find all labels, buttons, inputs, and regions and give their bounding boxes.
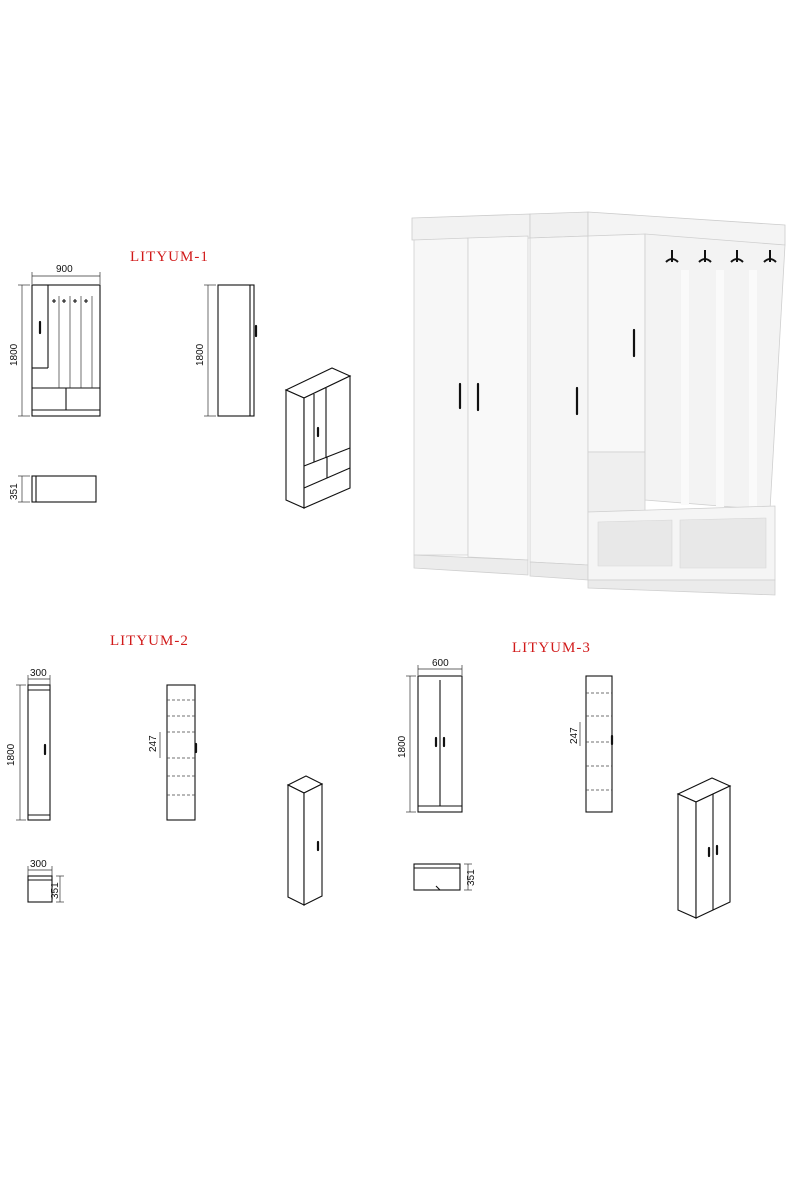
- lityum-1-depth-label: 351: [9, 483, 20, 500]
- lityum-1-height-label: 1800: [9, 343, 20, 366]
- lityum-3-height-label: 1800: [397, 735, 408, 758]
- lityum-2-height-label: 1800: [6, 743, 17, 766]
- lityum-1-width-label: 900: [56, 264, 73, 275]
- lityum-2-iso-view: [286, 775, 324, 906]
- lityum-2-top-view: 300 351: [27, 859, 64, 903]
- lityum-1-top-view: 351: [9, 475, 97, 503]
- lityum-2-front-view: 300 1800: [6, 668, 51, 821]
- lityum-2-width-label: 300: [30, 668, 47, 679]
- lityum-1-front-view: 900 1800: [9, 264, 101, 417]
- lityum-2-title: LITYUM-2: [110, 633, 189, 649]
- product-render-image: [411, 211, 786, 596]
- coat-hook-icon: [665, 250, 777, 263]
- lityum-2-group: LITYUM-2 300 1800 247: [6, 633, 324, 906]
- lityum-1-side-height-label: 1800: [195, 343, 206, 366]
- lityum-3-top-view: 351: [413, 863, 477, 891]
- lityum-1-group: LITYUM-1 900 1800: [9, 249, 352, 509]
- lityum-3-group: LITYUM-3 600 1800 247: [397, 640, 732, 919]
- coat-hook-icon: [52, 299, 88, 303]
- lityum-3-section-view: 247: [569, 675, 614, 813]
- lityum-2-depth-label: 351: [50, 882, 61, 899]
- lityum-2-top-width-label: 300: [30, 859, 47, 870]
- lityum-3-front-view: 600 1800: [397, 658, 463, 813]
- lityum-1-iso-view: [284, 367, 352, 509]
- lityum-2-shelf-spacing-label: 247: [148, 735, 159, 752]
- lityum-1-side-view: 1800: [195, 284, 258, 417]
- lityum-3-shelf-spacing-label: 247: [569, 727, 580, 744]
- lityum-3-depth-label: 351: [466, 869, 477, 886]
- lityum-3-title: LITYUM-3: [512, 640, 591, 656]
- lityum-3-iso-view: [676, 777, 732, 919]
- lityum-2-section-view: 247: [148, 684, 198, 821]
- lityum-3-width-label: 600: [432, 658, 449, 669]
- lityum-1-title: LITYUM-1: [130, 249, 209, 265]
